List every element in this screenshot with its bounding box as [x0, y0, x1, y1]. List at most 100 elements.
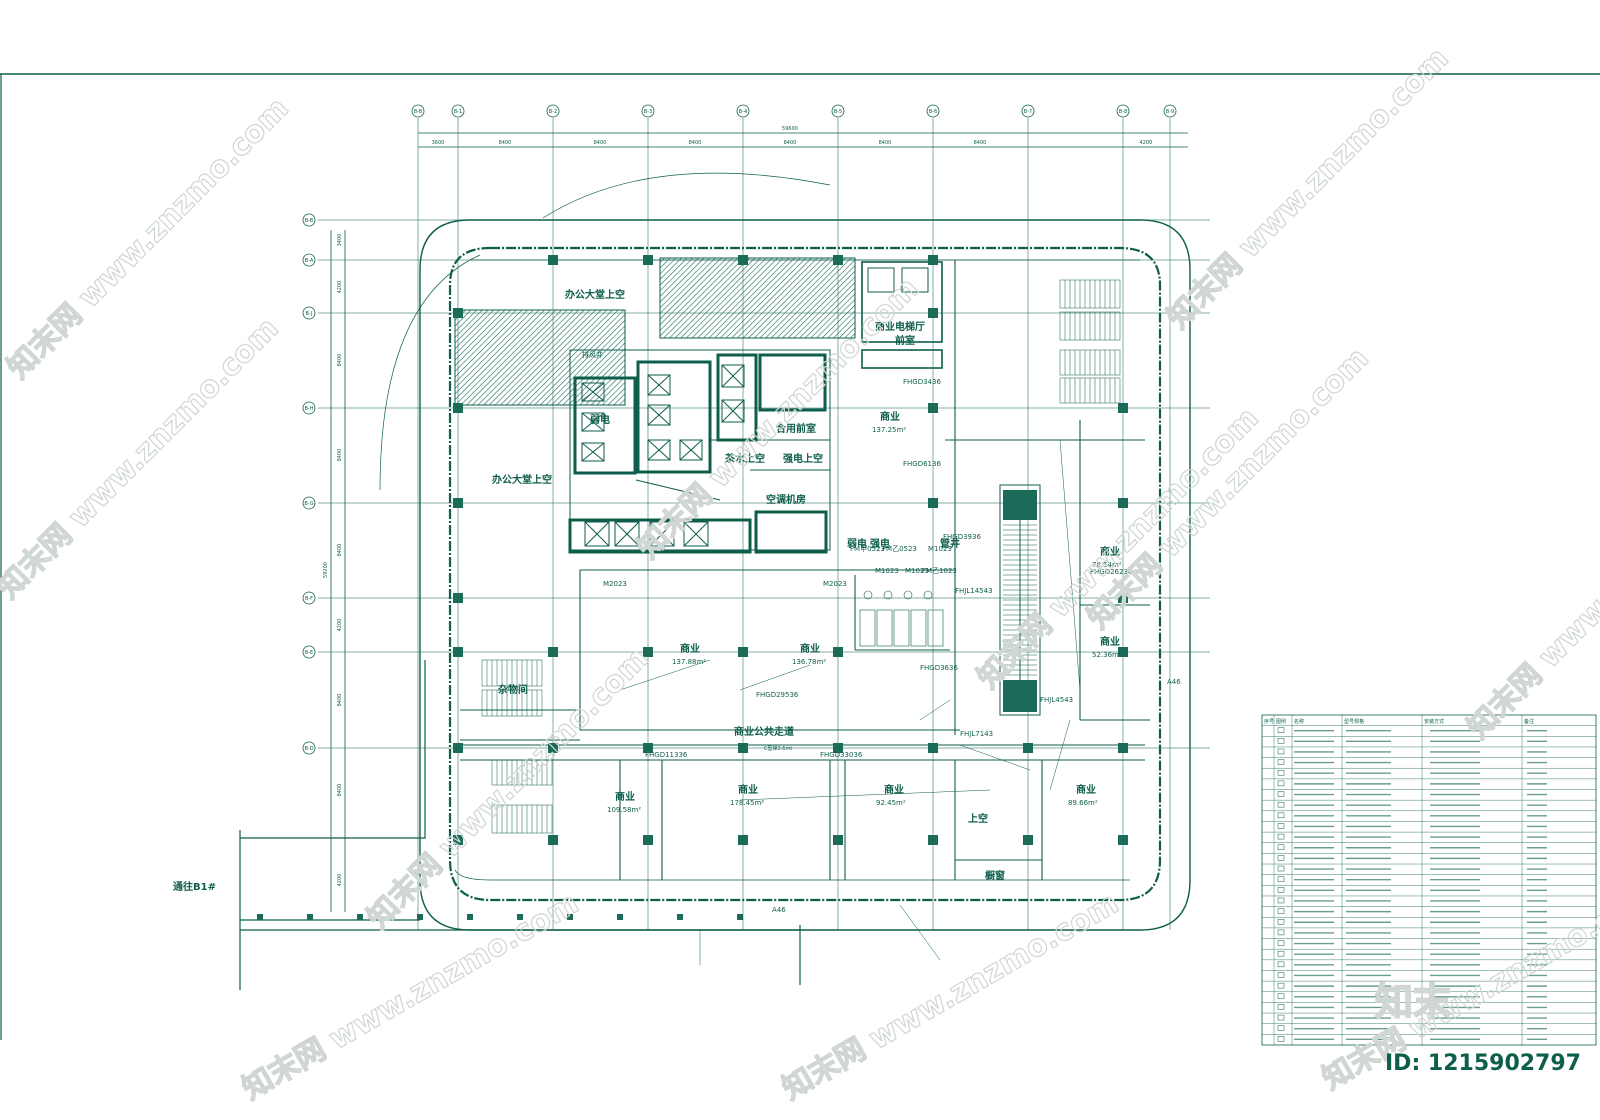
grid-bubble-label: B-1 — [454, 109, 462, 115]
lift-car-cross — [647, 374, 671, 396]
legend-symbol — [1277, 769, 1285, 776]
dimension-label: 4200 — [1140, 140, 1153, 146]
corridor-pillar — [307, 914, 313, 920]
legend-symbol — [1277, 876, 1285, 882]
lift-car-cross — [581, 382, 605, 402]
room-sublabel-comm_lift_lobby: 前室 — [895, 334, 915, 347]
wc-fixture — [863, 590, 873, 600]
structural-column — [643, 255, 653, 265]
structural-column — [643, 743, 653, 753]
grid-bubble-label: B-A — [305, 258, 314, 264]
door-tag: M2023 — [823, 580, 847, 588]
watermark-site: www.znzmo.com — [432, 641, 656, 865]
lift-car-cross — [683, 521, 709, 547]
structural-column — [738, 647, 748, 657]
dimension-label: 3600 — [432, 140, 445, 146]
grid-bubble — [302, 741, 316, 755]
dimension-label: 8400 — [689, 140, 702, 146]
door-tag: M1023 — [875, 567, 899, 575]
structural-column — [928, 308, 938, 318]
structural-column — [928, 743, 938, 753]
legend-symbol — [1277, 908, 1285, 914]
watermark-site: www.znzmo.com — [72, 91, 296, 315]
lift-car-cross — [647, 404, 671, 426]
room-label-shared_lobby: 合用前室 — [775, 422, 816, 435]
unit-label: 商业 — [884, 783, 904, 796]
grid-bubble — [302, 213, 316, 227]
structural-column — [1023, 835, 1033, 845]
room-label-void_lower: 上空 — [968, 812, 988, 825]
grid-bubble — [641, 104, 655, 118]
legend-header: 备注 — [1524, 718, 1534, 725]
dimension-label: 3400 — [337, 234, 343, 247]
door-tag: FHGD3636 — [920, 664, 958, 672]
door-tag: M2023 — [603, 580, 627, 588]
structural-column — [1118, 835, 1128, 845]
corridor-pillar — [257, 914, 263, 920]
structural-column — [643, 835, 653, 845]
legend-symbol — [1277, 738, 1285, 744]
legend-symbol — [1277, 1025, 1285, 1031]
unit-area: 92.45m² — [876, 799, 906, 807]
unit-label: 商业 — [1100, 635, 1120, 648]
door-tag: M1023 — [905, 567, 929, 575]
structural-column — [833, 743, 843, 753]
wc-fixture — [903, 590, 913, 600]
legend-header: 型号规格 — [1344, 718, 1364, 725]
watermark-site: www.znzmo.com — [1152, 341, 1376, 565]
watermark-logo: 知末 — [1375, 980, 1451, 1024]
room-label-exhaust: 排风井 — [582, 350, 603, 359]
watermark-id: ID: 1215902797 — [1385, 1051, 1581, 1076]
legend-symbol — [1277, 1036, 1285, 1042]
corridor-pillar — [617, 914, 623, 920]
lift-car-cross — [721, 364, 745, 388]
section-mark: A46 — [1167, 678, 1181, 686]
structural-column — [453, 498, 463, 508]
watermark-brand: 知末网 — [361, 847, 449, 935]
grid-bubble-label: B-B — [414, 109, 423, 115]
grid-bubble — [831, 104, 845, 118]
unit-area: 78.54m² — [1092, 561, 1122, 569]
dimension-label: 8400 — [337, 354, 343, 367]
unit-area: 109.58m² — [607, 806, 641, 814]
door-tag: FHJL14543 — [955, 587, 993, 595]
lift-car-cross — [581, 442, 605, 462]
structural-column — [928, 403, 938, 413]
legend-symbol — [1277, 1014, 1285, 1021]
structural-column — [928, 835, 938, 845]
lift-car — [679, 439, 703, 461]
lift-car — [614, 521, 640, 547]
structural-column — [453, 647, 463, 657]
grid-bubble — [302, 253, 316, 267]
room-label-misc_room: 杂物间 — [498, 683, 528, 696]
corridor-pillar — [517, 914, 523, 920]
grid-bubble-label: B-2 — [549, 109, 557, 115]
legend-symbol — [1277, 727, 1285, 733]
legend-table: 序号图例名称型号规格安装方式备注 — [1261, 714, 1597, 1046]
legend-symbol — [1277, 748, 1285, 755]
grid-bubble-label: B-9 — [1166, 109, 1174, 115]
lift-car — [721, 399, 745, 423]
corridor-pillar — [567, 914, 573, 920]
lift-car — [581, 382, 605, 402]
dimension-label: 8400 — [499, 140, 512, 146]
grid-bubble — [736, 104, 750, 118]
door-tag: FM乙1023 — [922, 567, 957, 575]
door-tag: FHGD6136 — [903, 460, 941, 468]
unit-label: 商业 — [800, 642, 820, 655]
lift-car-cross — [581, 412, 605, 432]
wc-stall — [876, 609, 893, 647]
room-label-weak_elec2: 弱电 — [847, 537, 867, 550]
corridor-pillar — [467, 914, 473, 920]
door-tag: FM乙0523 — [882, 545, 917, 553]
grid-bubble-label: B-D — [304, 746, 313, 752]
dimension-label: 4200 — [337, 619, 343, 632]
unit-area: 136.78m² — [792, 658, 826, 666]
legend-symbol — [1277, 855, 1285, 861]
grid-bubble-label: B-E — [305, 650, 313, 656]
room-label-window: 橱窗 — [985, 869, 1005, 882]
unit-area: 137.25m² — [872, 426, 906, 434]
corridor-pillar — [677, 914, 683, 920]
grid-bubble — [302, 645, 316, 659]
